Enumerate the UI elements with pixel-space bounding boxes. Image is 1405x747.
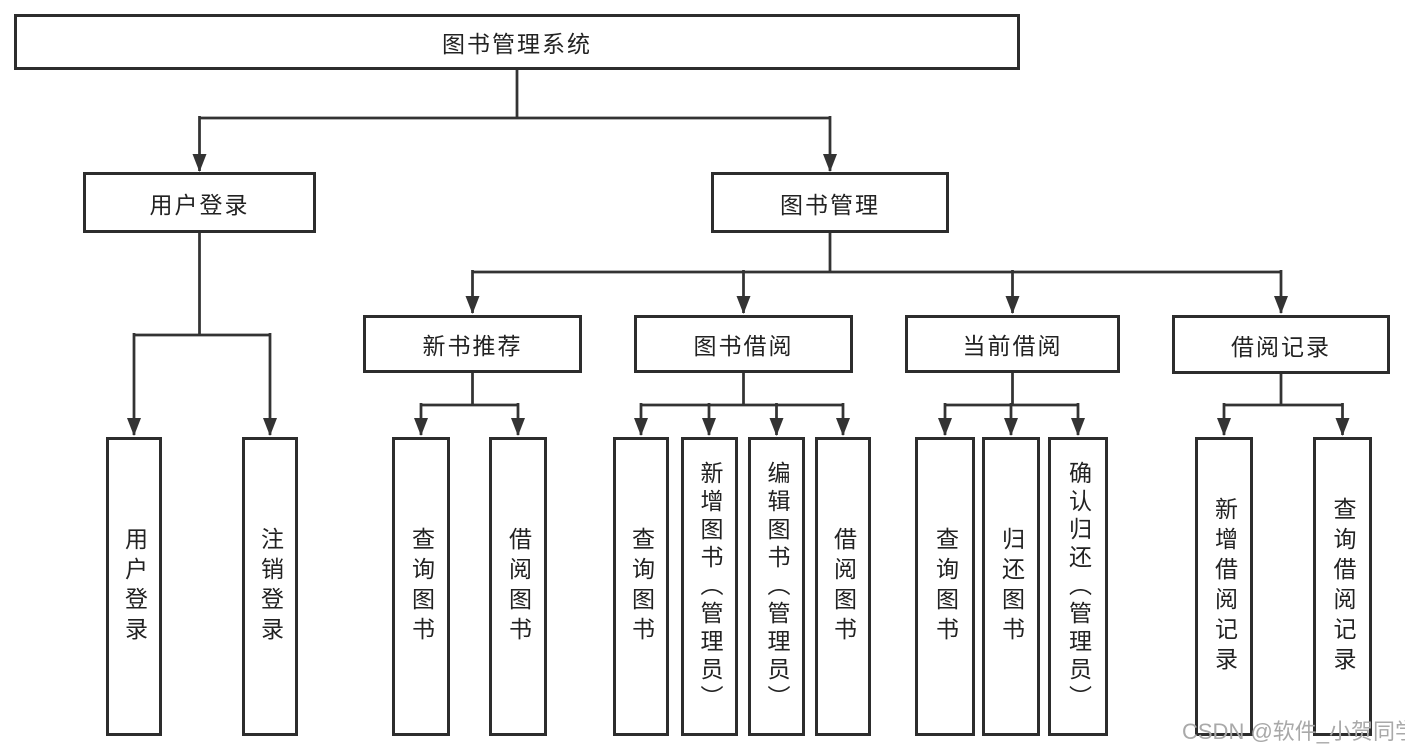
leaf-nb-query-books: 查询图书: [392, 437, 450, 736]
node-borrow-records-label: 借阅记录: [1231, 333, 1331, 360]
leaf-logout: 注销登录: [242, 437, 298, 736]
leaf-cb-confirm-return-admin: 确认归还（管理员）: [1048, 437, 1108, 736]
leaf-bb-query-books-label: 查询图书: [628, 526, 655, 647]
node-user-login-label: 用户登录: [149, 191, 250, 218]
leaf-logout-label: 注销登录: [257, 526, 284, 647]
leaf-br-query-borrow-record: 查询借阅记录: [1313, 437, 1372, 736]
node-current-borrow-label: 当前借阅: [962, 333, 1063, 359]
leaf-user-login-label: 用户登录: [121, 526, 148, 647]
node-book-borrow: 图书借阅: [634, 315, 853, 373]
leaf-cb-query-books-label: 查询图书: [932, 526, 959, 647]
leaf-br-add-borrow-record: 新增借阅记录: [1195, 437, 1253, 736]
connector-book-management-children: [465, 232, 1288, 314]
connector-root-to-level2: [192, 70, 837, 172]
leaf-bb-query-books: 查询图书: [613, 437, 669, 736]
node-current-borrow: 当前借阅: [905, 315, 1120, 373]
node-new-book-recommend: 新书推荐: [363, 315, 582, 373]
leaf-nb-borrow-books-label: 借阅图书: [505, 526, 532, 647]
node-root: 图书管理系统: [14, 14, 1020, 70]
leaf-bb-borrow-books-label: 借阅图书: [830, 526, 857, 647]
node-root-label: 图书管理系统: [442, 31, 592, 57]
connector-new-book-group: [414, 372, 525, 436]
connector-user-login-children: [127, 232, 277, 436]
connector-borrow-records-group: [1217, 372, 1350, 436]
node-user-login: 用户登录: [83, 172, 316, 233]
leaf-cb-query-books: 查询图书: [915, 437, 975, 736]
leaf-user-login: 用户登录: [106, 437, 162, 736]
leaf-cb-confirm-return-admin-label: 确认归还（管理员）: [1065, 460, 1092, 713]
leaf-nb-borrow-books: 借阅图书: [489, 437, 547, 736]
leaf-bb-add-books-admin-label: 新增图书（管理员）: [697, 460, 723, 713]
leaf-bb-edit-books-admin-label: 编辑图书（管理员）: [764, 460, 790, 713]
node-book-management-label: 图书管理: [780, 191, 880, 218]
leaf-br-query-borrow-record-label: 查询借阅记录: [1330, 496, 1356, 677]
leaf-bb-edit-books-admin: 编辑图书（管理员）: [748, 437, 805, 736]
connector-book-borrow-group: [634, 372, 850, 436]
leaf-nb-query-books-label: 查询图书: [408, 526, 435, 647]
leaf-cb-return-books: 归还图书: [982, 437, 1040, 736]
leaf-br-add-borrow-record-label: 新增借阅记录: [1211, 496, 1238, 677]
node-borrow-records: 借阅记录: [1172, 315, 1390, 374]
node-book-borrow-label: 图书借阅: [693, 333, 794, 359]
watermark: CSDN @软件_小贺同学: [1182, 719, 1405, 744]
connector-current-borrow-group: [938, 372, 1085, 436]
leaf-bb-add-books-admin: 新增图书（管理员）: [681, 437, 738, 736]
node-new-book-recommend-label: 新书推荐: [422, 333, 523, 359]
leaf-cb-return-books-label: 归还图书: [998, 526, 1025, 647]
leaf-bb-borrow-books: 借阅图书: [815, 437, 871, 736]
node-book-management: 图书管理: [711, 172, 949, 233]
